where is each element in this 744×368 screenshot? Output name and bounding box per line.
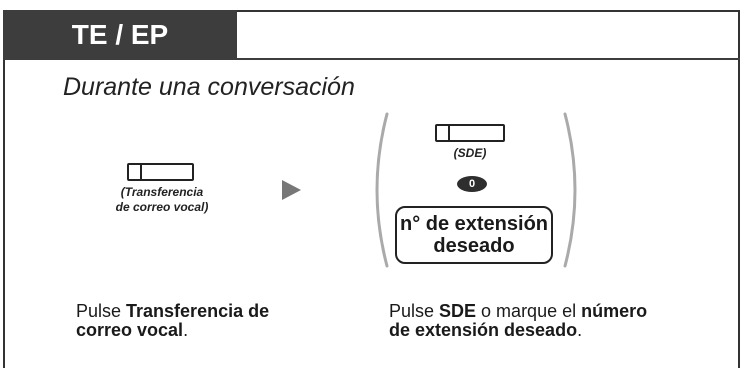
sde-key-label: (SDE) bbox=[453, 146, 487, 160]
step2-instruction: Pulse SDE o marque el número de extensió… bbox=[389, 301, 648, 340]
transfer-voicemail-key-label: (Transferencia de correo vocal) bbox=[115, 185, 209, 214]
option-group-parentheses bbox=[375, 112, 577, 268]
condition-subtitle: Durante una conversación bbox=[63, 73, 355, 101]
transfer-voicemail-key-icon bbox=[127, 163, 194, 181]
next-step-arrow-icon bbox=[282, 180, 301, 200]
header-divider bbox=[3, 58, 740, 60]
step1-instruction: Pulse Transferencia de correo vocal. bbox=[76, 301, 270, 340]
sde-key-icon bbox=[435, 124, 505, 142]
header-title: TE / EP bbox=[3, 10, 237, 60]
extension-number-box: n° de extensión deseado bbox=[395, 206, 553, 264]
zero-key-icon: 0 bbox=[457, 176, 487, 192]
content-frame bbox=[3, 10, 740, 368]
